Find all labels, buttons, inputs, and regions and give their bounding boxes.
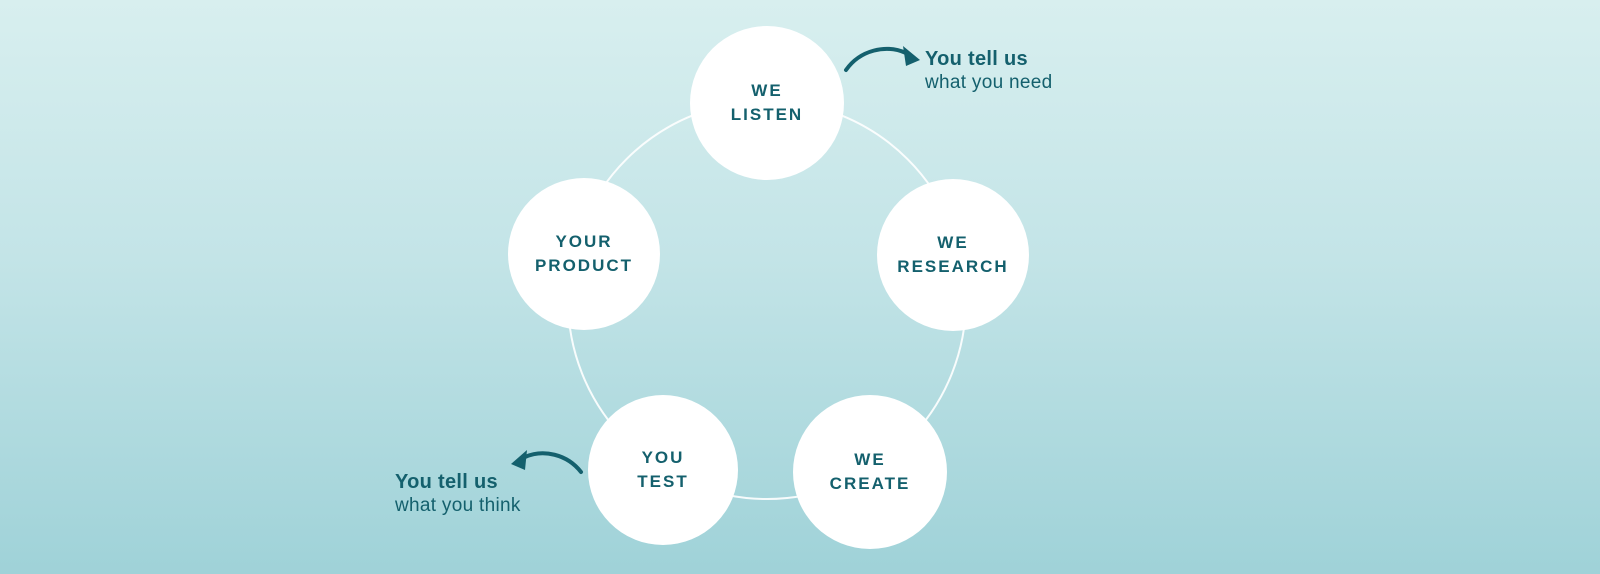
- step-circle-your-product: YOUR PRODUCT: [508, 178, 660, 330]
- annotation-bold-text: You tell us: [395, 471, 498, 493]
- step-circle-we-listen: WE LISTEN: [690, 26, 844, 180]
- step-label-we-research: WE RESEARCH: [897, 231, 1008, 279]
- step-label-we-listen: WE LISTEN: [731, 79, 803, 127]
- annotation-text: what you need: [925, 72, 1053, 93]
- step-circle-you-test: YOU TEST: [588, 395, 738, 545]
- step-label-line: YOU: [641, 448, 685, 468]
- step-label-line: CREATE: [829, 474, 911, 493]
- step-label-you-test: YOU TEST: [637, 446, 688, 494]
- step-label-we-create: WE CREATE: [830, 448, 911, 496]
- annotation-you-tell-us-think: You tell us what you think: [395, 471, 521, 517]
- step-label-line: WE: [937, 233, 969, 253]
- step-label-line: WE: [751, 81, 783, 101]
- annotation-you-tell-us-need: You tell us what you need: [925, 48, 1053, 94]
- annotation-bold-text: You tell us: [925, 48, 1028, 70]
- step-label-line: YOUR: [555, 232, 613, 252]
- step-label-line: TEST: [637, 472, 689, 491]
- step-label-line: WE: [854, 450, 886, 470]
- step-circle-we-research: WE RESEARCH: [877, 179, 1029, 331]
- step-label-line: PRODUCT: [534, 256, 634, 275]
- curved-arrow-right-icon: [844, 46, 920, 72]
- step-label-line: RESEARCH: [897, 257, 1009, 276]
- curved-arrow-left-icon: [511, 450, 583, 474]
- step-label-line: LISTEN: [730, 105, 804, 124]
- step-circle-we-create: WE CREATE: [793, 395, 947, 549]
- step-label-your-product: YOUR PRODUCT: [535, 230, 633, 278]
- annotation-text: what you think: [395, 495, 521, 516]
